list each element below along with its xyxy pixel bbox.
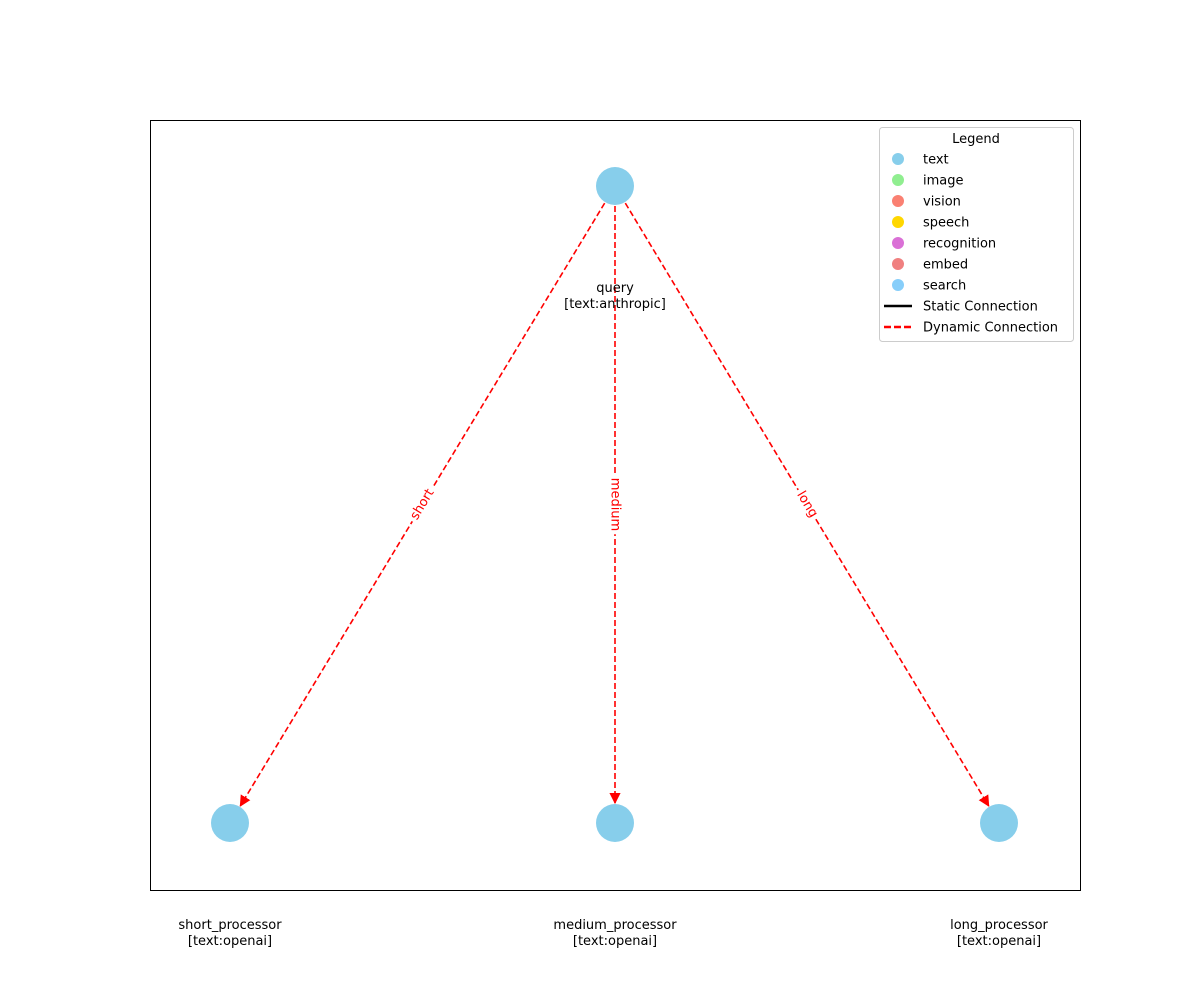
edge-label-group-long: long <box>790 485 824 524</box>
plot-frame <box>150 120 1081 891</box>
node-sublabel-medium_processor: [text:openai] <box>573 934 657 949</box>
legend-label-speech: speech <box>923 216 969 231</box>
node-short_processor <box>211 804 249 842</box>
node-medium_processor <box>596 804 634 842</box>
node-label-medium_processor: medium_processor <box>553 918 677 933</box>
legend-label-dynamic-connection: Dynamic Connection <box>923 321 1058 336</box>
node-query <box>596 167 634 205</box>
node-label-long_processor: long_processor <box>950 918 1048 933</box>
legend-marker-recognition <box>892 237 904 249</box>
edge-label-group-short: short <box>405 483 440 526</box>
edge-label-group-medium: medium <box>606 474 624 535</box>
legend-marker-speech <box>892 216 904 228</box>
legend-label-text: text <box>923 153 949 168</box>
legend-items: text image vision speech recognition embed sea… <box>884 153 1058 336</box>
node-sublabel-long_processor: [text:openai] <box>957 934 1041 949</box>
edge-label-short: short <box>407 486 437 522</box>
legend: Legend text image vision speech recognition e… <box>879 127 1074 342</box>
node-sublabel-query: [text:anthropic] <box>564 297 666 312</box>
legend-label-image: image <box>923 174 964 189</box>
node-label-query: query <box>596 281 634 296</box>
legend-marker-embed <box>892 258 904 270</box>
legend-label-embed: embed <box>923 258 968 273</box>
edge-label-medium: medium <box>608 478 623 531</box>
legend-label-recognition: recognition <box>923 237 996 252</box>
edge-label-bg <box>405 483 440 526</box>
legend-marker-vision <box>892 195 904 207</box>
node-label-short_processor: short_processor <box>178 918 282 933</box>
node-long_processor <box>980 804 1018 842</box>
legend-label-search: search <box>923 279 966 294</box>
legend-marker-text <box>892 153 904 165</box>
legend-label-vision: vision <box>923 195 961 210</box>
legend-title: Legend <box>952 132 1000 147</box>
edge-label-bg <box>790 485 824 524</box>
legend-label-static-connection: Static Connection <box>923 300 1038 315</box>
edge-label-bg <box>606 474 624 535</box>
legend-marker-search <box>892 279 904 291</box>
nodes-layer <box>211 167 1018 842</box>
legend-marker-image <box>892 174 904 186</box>
legend-box <box>879 127 1074 342</box>
labels-layer: query[text:anthropic]short_processor[tex… <box>178 281 1048 949</box>
node-sublabel-short_processor: [text:openai] <box>188 934 272 949</box>
